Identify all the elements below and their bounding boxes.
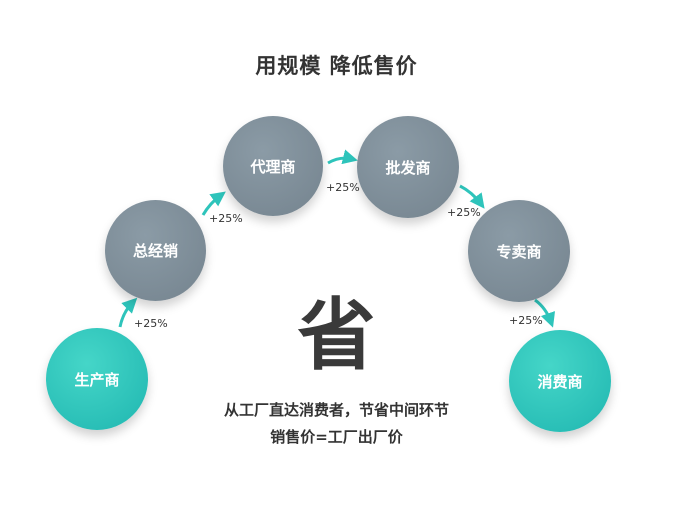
arrow-5 [534, 298, 556, 328]
node-consumer: 消费商 [509, 330, 611, 432]
node-producer: 生产商 [46, 328, 148, 430]
node-specialty-store: 专卖商 [468, 200, 570, 302]
node-general-distributor: 总经销 [105, 200, 206, 301]
arrow-2 [201, 191, 226, 216]
page-title: 用规模 降低售价 [255, 54, 418, 78]
arrow-3 [327, 149, 358, 165]
caption-line-1: 从工厂直达消费者，节省中间环节 [223, 401, 449, 419]
markup-label-1: +25% [134, 317, 168, 330]
caption-line-2: 销售价=工厂出厂价 [270, 428, 403, 446]
markup-label-5: +25% [509, 314, 543, 327]
node-agent: 代理商 [223, 116, 323, 216]
markup-label-3: +25% [326, 181, 360, 194]
arrow-4 [459, 184, 485, 209]
arrow-1 [118, 297, 138, 328]
markup-label-2: +25% [209, 212, 243, 225]
save-character: 省 [297, 291, 376, 381]
node-wholesaler: 批发商 [357, 116, 459, 218]
markup-label-4: +25% [447, 206, 481, 219]
